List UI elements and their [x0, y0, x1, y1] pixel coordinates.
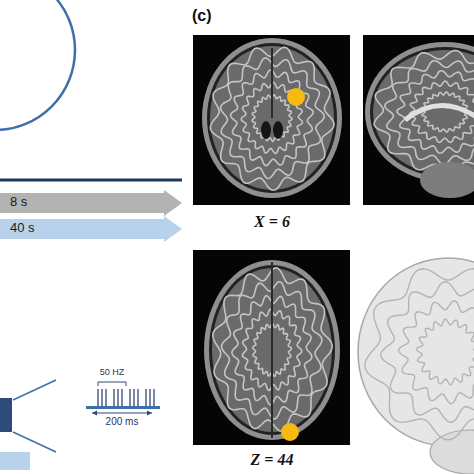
timeline-line — [0, 179, 182, 182]
duration-label: 40 s — [10, 221, 35, 236]
timeline-arrow: 8 s — [0, 190, 182, 216]
gyri — [210, 47, 334, 190]
timeline-arrow: 40 s — [0, 216, 182, 242]
brain — [373, 50, 474, 174]
midline — [271, 48, 273, 118]
gyri — [422, 92, 468, 132]
scalp — [365, 42, 474, 182]
pulse-baseline — [86, 406, 160, 409]
ventricle — [273, 121, 283, 139]
sulci — [365, 269, 474, 440]
pulse-line — [113, 389, 114, 406]
target-dot — [287, 88, 305, 106]
arrow-body — [0, 190, 182, 216]
gyri — [397, 71, 474, 154]
brain — [210, 46, 334, 190]
pulse-line — [97, 389, 98, 406]
pulse-line — [153, 389, 154, 406]
pulse-line — [101, 389, 102, 406]
arrow-body — [0, 216, 182, 242]
pulse-line — [121, 389, 122, 406]
slice-coordinate: X = 6 — [254, 213, 290, 231]
skull — [207, 43, 337, 193]
pulse-line — [129, 389, 130, 406]
callout-circle — [47, 363, 169, 469]
gyri — [374, 50, 474, 173]
frequency-bracket — [98, 382, 126, 386]
arrowhead — [92, 411, 152, 416]
cerebellum — [420, 162, 474, 198]
duration-arrow — [92, 413, 152, 414]
skull — [370, 47, 474, 177]
duration-label: 8 s — [10, 195, 27, 210]
pulse-line — [117, 389, 118, 406]
pulse-line — [105, 389, 106, 406]
frequency-label: 50 HZ — [100, 367, 125, 377]
pulse-line — [149, 389, 150, 406]
pulse-line — [137, 389, 138, 406]
sulci — [416, 319, 474, 385]
sulci — [399, 301, 474, 404]
zoom-circle — [0, 0, 75, 130]
panel-label: (c) — [192, 7, 212, 25]
sulci — [381, 282, 474, 422]
pulse-block — [0, 398, 12, 432]
pulse-line — [133, 389, 134, 406]
target-dot — [281, 423, 299, 441]
scalp — [204, 260, 340, 440]
slice-coordinate: Z = 44 — [251, 451, 294, 469]
cerebellum-3d — [430, 430, 474, 474]
corpus-callosum — [405, 105, 474, 120]
gyri — [385, 61, 474, 164]
zoom-callout: 50 HZ 200 ms — [46, 362, 170, 470]
duration-label: 200 ms — [106, 416, 139, 428]
scalp — [202, 38, 342, 198]
zoom-line — [13, 380, 56, 400]
pulse-line — [145, 389, 146, 406]
mri-background — [193, 35, 350, 205]
timeline-arrow — [0, 452, 30, 470]
brain-3d — [358, 258, 474, 446]
midline — [271, 262, 273, 438]
ventricle — [261, 121, 271, 139]
zoom-line — [13, 432, 56, 452]
mri-background — [193, 250, 350, 445]
